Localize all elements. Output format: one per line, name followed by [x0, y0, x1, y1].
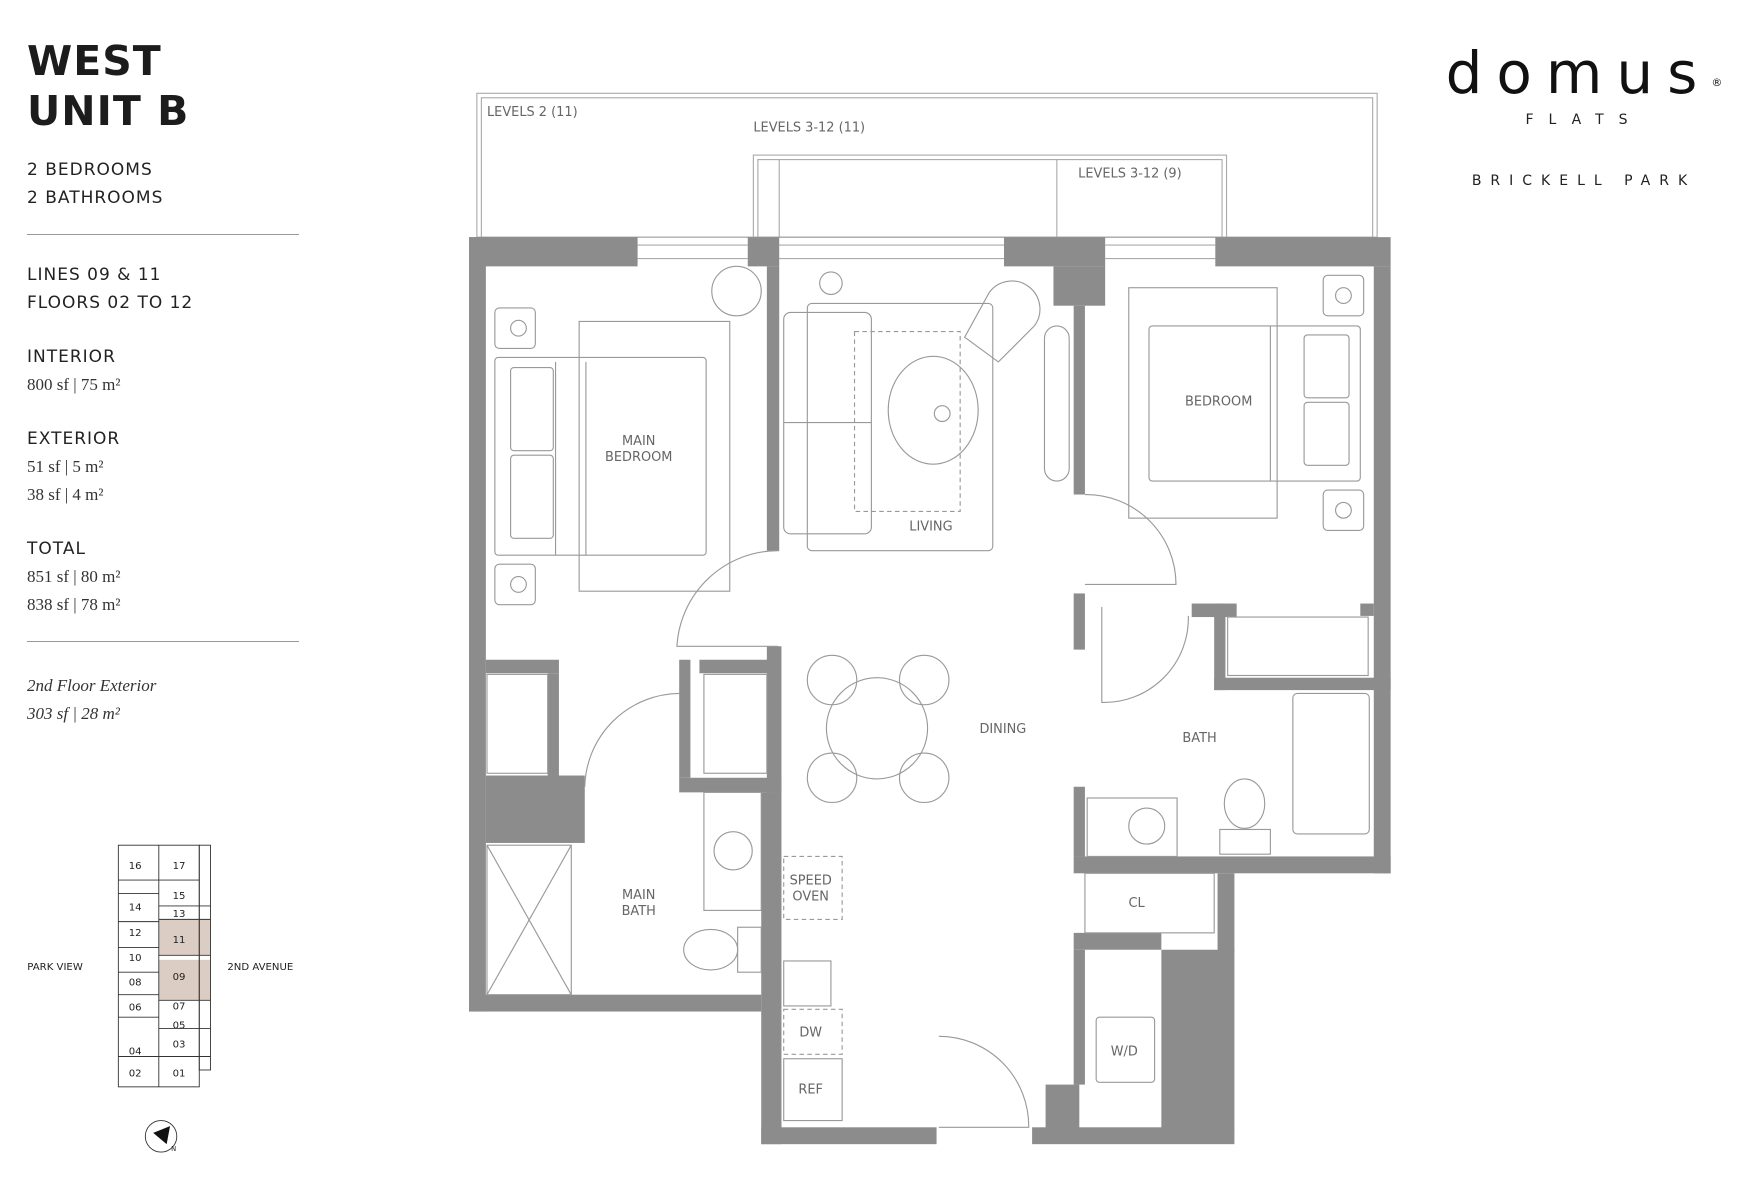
- room-label-bath: BATH: [1182, 731, 1216, 746]
- label-washer-dryer: W/D: [1111, 1044, 1138, 1059]
- key-unit: 06: [129, 1002, 142, 1013]
- balcony-label: LEVELS 2 (11): [487, 105, 578, 120]
- total-value: 838 sf | 78 m²: [27, 595, 121, 614]
- exterior-value: 38 sf | 4 m²: [27, 485, 104, 504]
- key-plan: [117, 844, 211, 1153]
- key-unit: 03: [173, 1040, 186, 1051]
- room-label-main-bath: BATH: [622, 904, 656, 919]
- room-label-dining: DINING: [979, 722, 1026, 737]
- second-floor-exterior-label: 2nd Floor Exterior: [27, 676, 157, 695]
- unit-title-line2: UNIT B: [27, 87, 190, 135]
- domus-logo: domus® FLATS BRICKELL PARK: [1434, 38, 1734, 189]
- room-label-bedroom: BEDROOM: [1185, 395, 1252, 410]
- key-unit: 10: [129, 953, 142, 964]
- compass-arrow-icon: [153, 1126, 171, 1145]
- second-avenue-label: 2ND AVENUE: [227, 962, 293, 973]
- room-label-main-bedroom: BEDROOM: [605, 450, 672, 465]
- label-closet: CL: [1129, 896, 1146, 911]
- divider: [27, 234, 299, 235]
- exterior-label: EXTERIOR: [27, 429, 121, 449]
- key-unit: 12: [129, 928, 142, 939]
- key-unit: 01: [173, 1069, 186, 1080]
- key-unit: 09: [173, 972, 186, 983]
- key-unit: 16: [129, 861, 142, 872]
- room-labels: MAIN BEDROOM LIVING BEDROOM DINING BATH …: [605, 395, 1252, 1098]
- key-unit: 02: [129, 1069, 142, 1080]
- balcony-label: LEVELS 3-12 (11): [753, 121, 865, 136]
- furniture: [486, 265, 1370, 1128]
- walls: [469, 237, 1391, 1145]
- floors: FLOORS 02 TO 12: [27, 293, 194, 313]
- unit-info-panel: WEST UNIT B 2 BEDROOMS 2 BATHROOMS LINES…: [27, 36, 299, 728]
- key-unit: 07: [173, 1001, 186, 1012]
- label-speed-oven: SPEED: [790, 874, 832, 889]
- key-unit: 17: [173, 861, 186, 872]
- label-speed-oven: OVEN: [792, 889, 829, 904]
- key-unit: 14: [129, 902, 142, 913]
- second-floor-exterior-value: 303 sf | 28 m²: [27, 704, 120, 723]
- balconies: [476, 92, 1378, 260]
- park-view-label: PARK VIEW: [27, 962, 83, 973]
- unit-title-line1: WEST: [27, 37, 162, 85]
- bathroom-count: 2 BATHROOMS: [27, 188, 164, 208]
- label-dishwasher: DW: [799, 1025, 822, 1040]
- bedroom-count: 2 BEDROOMS: [27, 160, 153, 180]
- balcony-label: LEVELS 3-12 (9): [1078, 167, 1182, 182]
- key-plan-labels: 16 17 15 14 13 12 11 10 09 08 07 06 05 0…: [27, 861, 293, 1153]
- total-value: 851 sf | 80 m²: [27, 567, 121, 586]
- divider: [27, 641, 299, 642]
- key-unit: 04: [129, 1046, 142, 1057]
- exterior-value: 51 sf | 5 m²: [27, 457, 104, 476]
- interior-label: INTERIOR: [27, 347, 116, 367]
- key-unit: 08: [129, 978, 142, 989]
- room-label-main-bath: MAIN: [622, 888, 655, 903]
- logo-wordmark: domus: [1445, 39, 1712, 107]
- key-unit: 05: [173, 1020, 186, 1031]
- room-label-living: LIVING: [909, 519, 952, 534]
- location-name: BRICKELL PARK: [1471, 173, 1697, 189]
- interior-value: 800 sf | 75 m²: [27, 375, 121, 394]
- compass-north-label: N: [171, 1145, 176, 1153]
- registered-mark: ®: [1711, 76, 1723, 89]
- key-unit: 13: [173, 909, 186, 920]
- room-label-main-bedroom: MAIN: [622, 434, 655, 449]
- logo-subtitle: FLATS: [1525, 112, 1643, 128]
- key-unit: 11: [173, 935, 186, 946]
- key-unit: 15: [173, 891, 186, 902]
- label-refrigerator: REF: [798, 1083, 823, 1098]
- lines: LINES 09 & 11: [27, 265, 162, 285]
- total-label: TOTAL: [27, 539, 86, 559]
